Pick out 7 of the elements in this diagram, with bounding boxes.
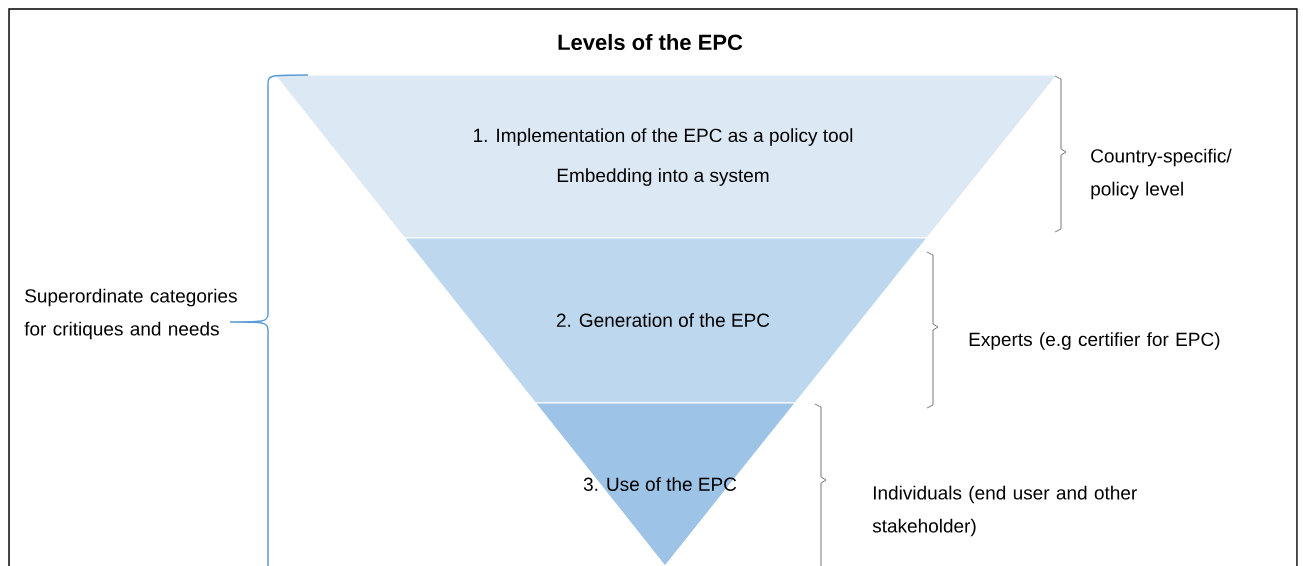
- bracket-label: Individuals (end user and other stakeholder): [872, 485, 1137, 537]
- funnel-band: 2. Generation of the EPC: [403, 237, 929, 404]
- bracket-label: Superordinate categories for critiques and needs: [24, 288, 237, 340]
- funnel-band: 3. Use of the EPC: [534, 402, 797, 566]
- bracket-label: Experts (e.g certifier for EPC): [969, 332, 1220, 350]
- diagram-title: Levels of the EPC: [558, 33, 743, 51]
- bracket-label: Country-specific/ policy level: [1091, 148, 1232, 200]
